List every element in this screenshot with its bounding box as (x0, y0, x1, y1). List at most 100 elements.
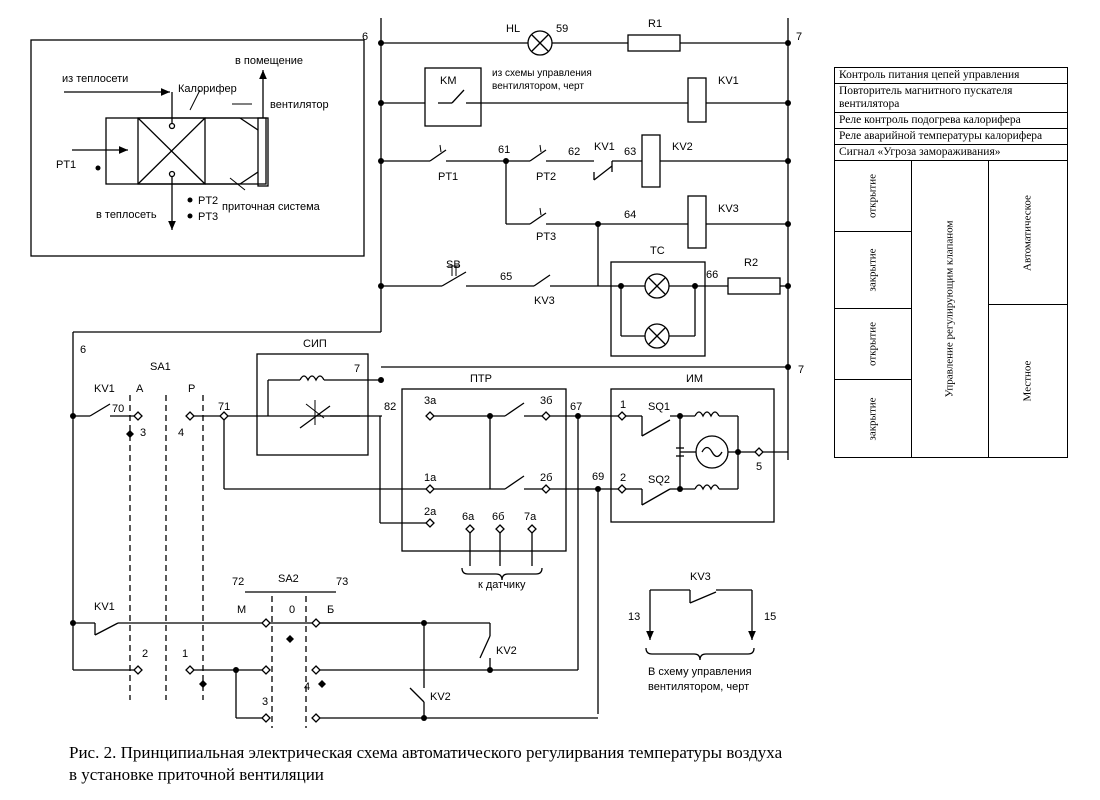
node-59: 59 (556, 23, 568, 35)
legend-row: Контроль питания цепей управления (835, 68, 1067, 84)
ptr-7a: 7а (524, 511, 537, 523)
node-71: 71 (218, 401, 230, 413)
kv3-fan-link: KV3 13 15 В схему управления вентиляторо… (628, 571, 776, 693)
pt3-label: PT3 (536, 231, 556, 243)
sa2-label: SA2 (278, 573, 299, 585)
inset-to-network: в теплосеть (96, 209, 157, 221)
legend-cell: закрытие (835, 232, 911, 309)
kv2-right-label: KV2 (496, 645, 517, 657)
node-69: 69 (592, 471, 604, 483)
sa2-node-3: 3 (262, 696, 268, 708)
legend-close-2: закрытие (866, 396, 879, 441)
upper-control-circuit: 6 7 HL 59 R1 KM из схемы управления вент… (362, 18, 802, 460)
legend-open-1: открытие (866, 174, 879, 218)
sip-label: СИП (303, 338, 327, 350)
legend-col-mode: Автоматическое Местное (989, 161, 1067, 457)
caption-line-1: Рис. 2. Принципиальная электрическая схе… (69, 743, 783, 762)
node-3: 3 (140, 427, 146, 439)
kv3-contact-label: KV3 (534, 295, 555, 307)
sa1-label: SA1 (150, 361, 171, 373)
node-70: 70 (112, 403, 124, 415)
kv2-bottom-label: KV2 (430, 691, 451, 703)
legend-row: Реле контроль подогрева калорифера (835, 113, 1067, 129)
legend-close-1: закрытие (866, 248, 879, 292)
node-4: 4 (178, 427, 184, 439)
node-6-top: 6 (362, 31, 368, 43)
legend-col-valve: Управление регулирующим клапаном (912, 161, 989, 457)
inset-to-room: в помещение (235, 55, 303, 67)
to-sensor-label: к датчику (478, 579, 526, 591)
fan-scheme-note-1: В схему управления (648, 666, 752, 678)
node-61: 61 (498, 144, 510, 156)
im-node-2: 2 (620, 472, 626, 484)
pt2-label: PT2 (536, 171, 556, 183)
node-64: 64 (624, 209, 636, 221)
node-15: 15 (764, 611, 776, 623)
legend-table: Контроль питания цепей управления Повтор… (834, 67, 1068, 458)
sq1-label: SQ1 (648, 401, 670, 413)
inset-heater: Калорифер (178, 83, 237, 95)
node-6-left: 6 (80, 344, 86, 356)
sb-label: SB (446, 259, 461, 271)
sa1-node-1: 1 (182, 648, 188, 660)
r2-label: R2 (744, 257, 758, 269)
sa1-node-2: 2 (142, 648, 148, 660)
node-13: 13 (628, 611, 640, 623)
r1-label: R1 (648, 18, 662, 30)
pt1-label: PT1 (438, 171, 458, 183)
node-7-mid: 7 (798, 364, 804, 376)
im-label: ИМ (686, 373, 703, 385)
legend-row: Повторитель магнитного пускателя вентиля… (835, 84, 1067, 113)
legend-cell: открытие (835, 161, 911, 232)
kv3-coil-label: KV3 (718, 203, 739, 215)
legend-open-2: открытие (866, 322, 879, 366)
legend-col-direction: открытие закрытие открытие закрытие (835, 161, 912, 457)
km-note-1: из схемы управления (492, 68, 592, 79)
kv1-bottom-label: KV1 (94, 601, 115, 613)
km-note-2: вентилятором, черт (492, 81, 584, 92)
kv3-fan-label: KV3 (690, 571, 711, 583)
im-node-5: 5 (756, 461, 762, 473)
sa2-b-label: Б (327, 604, 334, 616)
node-7-top: 7 (796, 31, 802, 43)
legend-cell: Местное (989, 305, 1067, 457)
node-62: 62 (568, 146, 580, 158)
legend-cell: Автоматическое (989, 161, 1067, 305)
legend-local: Местное (1021, 360, 1034, 402)
tc-label: TC (650, 245, 665, 257)
node-63: 63 (624, 146, 636, 158)
ptr-label: ПТР (470, 373, 492, 385)
sip-node-7: 7 (354, 363, 360, 375)
ptr-1a: 1а (424, 472, 437, 484)
legend-row: Реле аварийной температуры калорифера (835, 129, 1067, 145)
inset-pt3: PT3 (198, 211, 218, 223)
node-67: 67 (570, 401, 582, 413)
node-82: 82 (384, 401, 396, 413)
legend-automatic: Автоматическое (1021, 194, 1034, 271)
inset-unit-drawing: из теплосети Калорифер в помещение венти… (30, 39, 365, 257)
node-73: 73 (336, 576, 348, 588)
sa2-node-4: 4 (304, 681, 310, 693)
sa2-0-label: 0 (289, 604, 295, 616)
inset-supply-system: приточная система (222, 201, 321, 213)
legend-grid: открытие закрытие открытие закрытие Упра… (835, 161, 1067, 457)
legend-cell: открытие (835, 309, 911, 380)
node-65: 65 (500, 271, 512, 283)
legend-valve-control: Управление регулирующим клапаном (943, 220, 956, 398)
ptr-3a: 3а (424, 395, 437, 407)
km-label: KM (440, 75, 457, 87)
inset-pt2: PT2 (198, 195, 218, 207)
ptr-6b: 6б (492, 511, 504, 523)
ptr-2b: 2б (540, 472, 552, 484)
legend-cell: закрытие (835, 380, 911, 457)
legend-row: Сигнал «Угроза замораживания» (835, 145, 1067, 161)
figure-caption: Рис. 2. Принципиальная электрическая схе… (69, 742, 969, 786)
im-node-1: 1 (620, 399, 626, 411)
inset-from-network: из теплосети (62, 73, 128, 85)
node-72: 72 (232, 576, 244, 588)
hl-label: HL (506, 23, 520, 35)
kv1-contact-label: KV1 (594, 141, 615, 153)
ptr-2a: 2а (424, 506, 437, 518)
sq2-label: SQ2 (648, 474, 670, 486)
